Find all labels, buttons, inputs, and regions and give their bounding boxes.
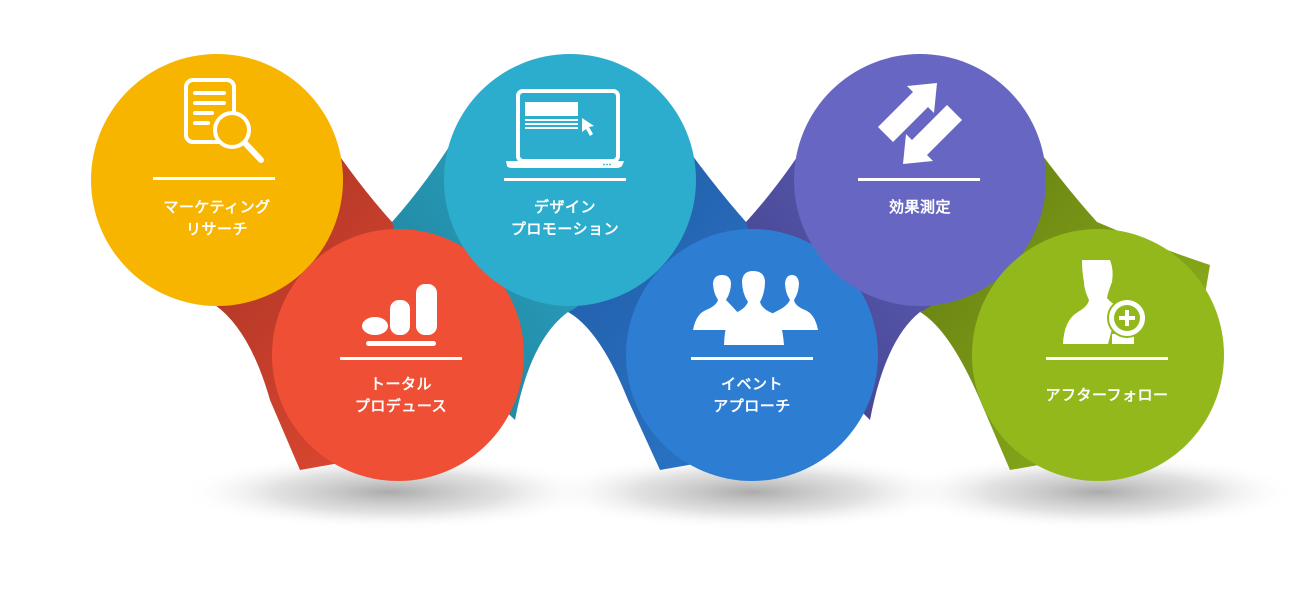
label-line: トータル — [369, 375, 432, 393]
label-line: マーケティング — [163, 198, 271, 216]
divider-marketing-research — [153, 177, 275, 180]
document-search-icon — [184, 78, 264, 163]
circle-marketing-research — [91, 54, 343, 306]
label-line: アプローチ — [713, 397, 791, 415]
label-line: 効果測定 — [888, 198, 951, 216]
user-add-icon — [1063, 260, 1147, 344]
label-line: プロモーション — [510, 220, 620, 238]
label-marketing-research: マーケティング リサーチ — [107, 196, 327, 240]
divider-effect-measurement — [858, 178, 980, 181]
divider-event-approach — [691, 357, 813, 360]
divider-after-follow — [1046, 357, 1168, 360]
laptop-cursor-icon — [506, 89, 624, 168]
label-line: リサーチ — [185, 220, 248, 238]
divider-total-produce — [340, 357, 462, 360]
label-total-produce: トータル プロデュース — [291, 373, 511, 417]
label-event-approach: イベント アプローチ — [642, 373, 862, 417]
circle-after-follow — [972, 229, 1224, 481]
label-design-promotion: デザイン プロモーション — [455, 196, 675, 240]
label-line: イベント — [720, 375, 783, 393]
label-line: アフターフォロー — [1045, 386, 1169, 404]
bar-chart-icon — [362, 284, 437, 346]
label-line: デザイン — [533, 198, 596, 216]
label-line: プロデュース — [354, 397, 448, 415]
group-people-icon — [693, 271, 818, 345]
label-effect-measurement: 効果測定 — [810, 196, 1030, 218]
circle-total-produce — [272, 229, 524, 481]
exchange-arrows-icon — [878, 83, 962, 164]
label-after-follow: アフターフォロー — [997, 384, 1217, 406]
divider-design-promotion — [504, 178, 626, 181]
floor-shadows — [180, 454, 1298, 530]
circle-event-approach — [626, 229, 878, 481]
